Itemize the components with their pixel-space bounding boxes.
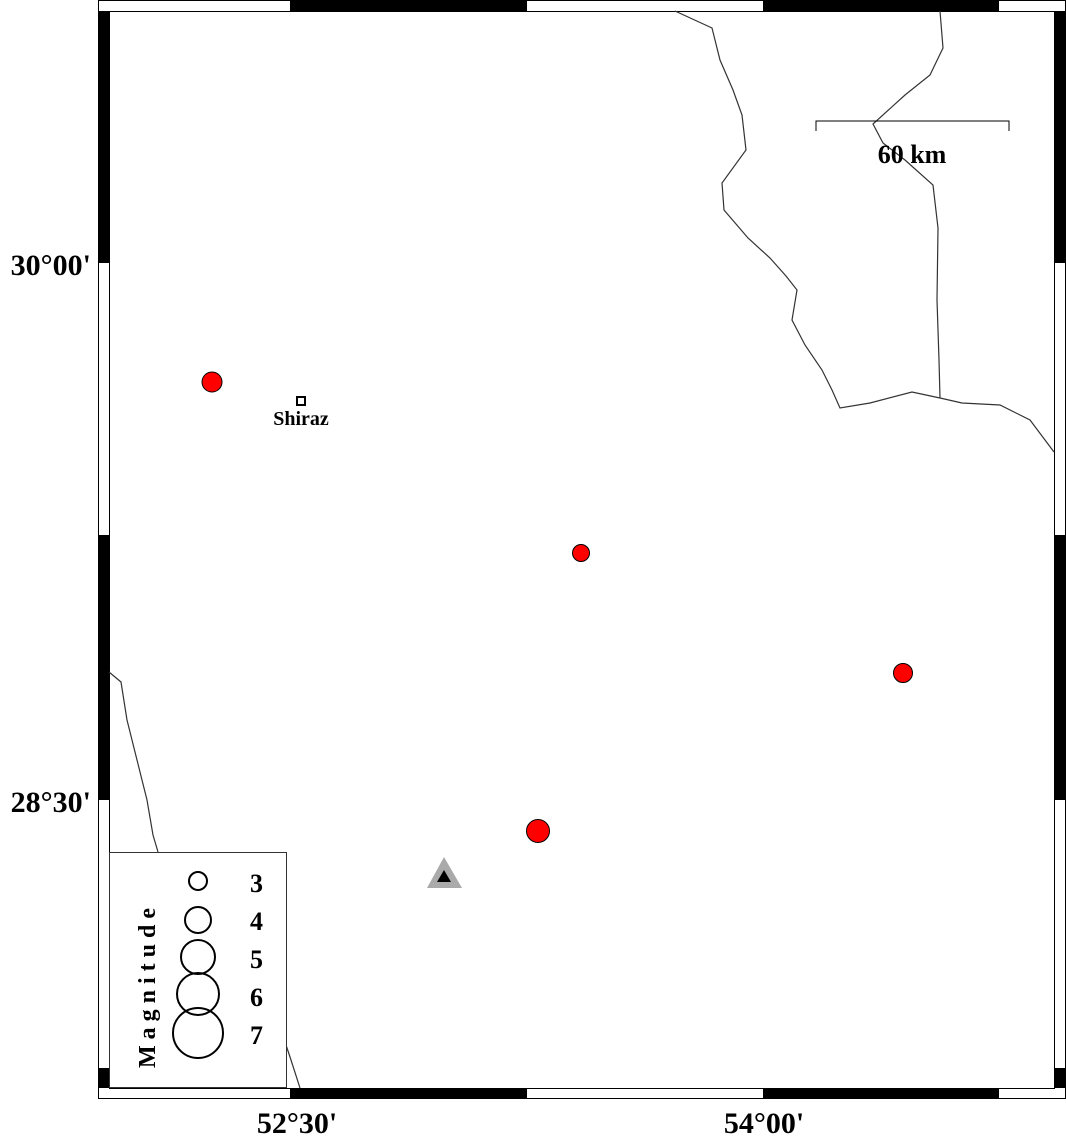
lat-label-30-00: 30°00' [11,249,91,282]
legend-circle-7 [172,1007,224,1059]
map-frame-inner [109,11,1055,1089]
city-marker-icon [296,396,306,406]
city-label: Shiraz [273,408,329,430]
legend-label-7: 7 [250,1021,263,1050]
legend-circle-3 [188,871,208,891]
legend-label-4: 4 [250,907,263,936]
legend-label-3: 3 [250,869,263,898]
legend-box [109,852,287,1088]
province-borders [108,10,1055,1089]
event-marker[interactable] [893,663,913,683]
event-marker[interactable] [572,544,590,562]
city-shiraz: Shiraz [273,396,329,430]
earthquake-events [201,371,913,843]
legend-title: Magnitude [135,902,161,1068]
station-marker[interactable] [427,857,462,888]
legend-label-5: 5 [250,945,263,974]
frame-ticks [99,1,1065,1098]
legend-circle-4 [184,906,212,934]
legend-label-6: 6 [250,983,263,1012]
lat-label-28-30: 28°30' [11,786,91,819]
event-marker[interactable] [201,371,223,393]
scale-bar: 60 km [815,120,1010,169]
station-inner-triangle-icon [437,870,451,882]
lon-label-52-30: 52°30' [257,1107,337,1137]
magnitude-legend: Magnitude 3 4 5 6 7 [109,852,287,1088]
event-marker[interactable] [526,819,550,843]
lon-label-54-00: 54°00' [724,1107,804,1137]
legend-circle-6 [176,972,220,1016]
scale-bar-label: 60 km [878,140,947,169]
